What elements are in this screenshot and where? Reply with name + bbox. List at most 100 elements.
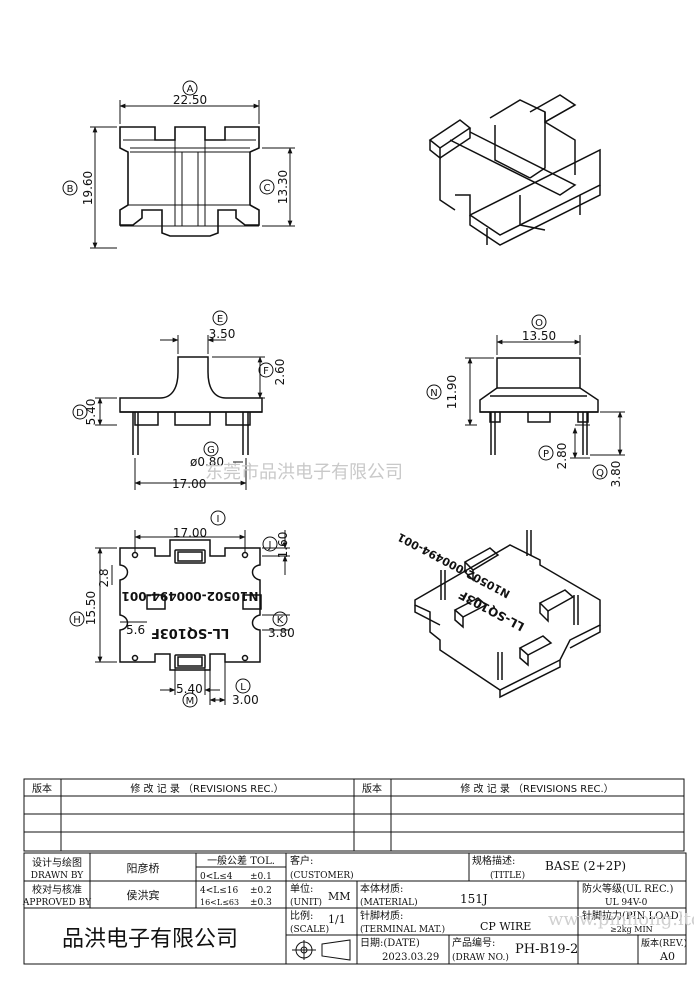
dim-e-label: E	[217, 314, 223, 325]
dim-i-value: 17.00	[173, 526, 207, 540]
bottom-dim-540: 5.40 M	[160, 665, 220, 708]
tol-value-3: ±0.3	[250, 898, 272, 908]
bottom-dim-l: L 3.00	[209, 662, 259, 707]
rev-left-ver-header: 版本	[32, 782, 52, 795]
tol-range-1: 0<L≤4	[200, 872, 233, 882]
dim-56-value: 5.6	[126, 623, 145, 637]
unit-label-cn: 单位:	[290, 882, 313, 895]
rev-right-ver-header: 版本	[362, 782, 382, 795]
front-view: E 3.50 F 2.60 D 5.40 G ø0.80	[72, 310, 287, 491]
dim-k-value: 3.80	[268, 626, 295, 640]
terminal-label-cn: 针脚材质:	[360, 909, 403, 922]
tol-range-3: 16<L≤63	[200, 898, 239, 907]
pin-load-value: ≥2kg MIN	[610, 925, 653, 934]
front-view-outline	[119, 356, 263, 455]
dim-n-value: 11.90	[445, 375, 459, 409]
rev-left-rec-header: 修 改 记 录 （REVISIONS REC.）	[130, 782, 283, 795]
dim-540-value: 5.40	[176, 682, 203, 696]
tol-value-1: ±0.1	[250, 872, 272, 882]
bottom-emboss-model: LL-SQ103F	[151, 625, 229, 640]
top-view-outline	[119, 126, 260, 237]
bottom-view: N10502-000494-001 LL-SQ103F I 17.00 J 1.…	[69, 510, 295, 708]
iso-emboss-model: LL-SQ103F	[456, 587, 526, 633]
front-dim-e: E 3.50	[160, 310, 236, 354]
dim-f-label: F	[263, 366, 269, 377]
dim-d-label: D	[76, 408, 84, 419]
approved-by-label-cn: 校对与核准	[32, 883, 82, 896]
dim-b-label: B	[67, 184, 74, 195]
draw-no-label-cn: 产品编号:	[452, 936, 495, 949]
dim-o-label: O	[535, 318, 543, 329]
dim-j-label: J	[268, 540, 272, 551]
approved-by-label-en: APPROVED BY	[22, 898, 92, 908]
top-dim-a: A 22.50	[119, 80, 260, 124]
website-watermark: www.pinhong.ltd	[548, 909, 694, 930]
tol-range-2: 4<L≤16	[200, 886, 239, 896]
dim-f-value: 2.60	[273, 359, 287, 386]
projection-symbol	[292, 939, 351, 961]
dim-g-label: G	[207, 445, 215, 456]
dim-e-value: 3.50	[209, 327, 236, 341]
drawn-by-label-cn: 设计与绘图	[32, 856, 82, 869]
material-value: 151J	[460, 892, 488, 906]
dim-m-label: M	[186, 696, 195, 707]
dim-q-value: 3.80	[609, 461, 623, 488]
bottom-dim-i: I 17.00	[134, 510, 246, 552]
bottom-dim-28: 2.8	[97, 565, 113, 588]
company-watermark: 东莞市品洪电子有限公司	[205, 462, 403, 483]
scale-label-en: (SCALE)	[290, 924, 329, 935]
dim-pitch-value: 17.00	[172, 477, 206, 491]
date-value: 2023.03.29	[382, 952, 439, 963]
dim-d-value: 5.40	[84, 399, 98, 426]
front-dim-pitch: 17.00	[134, 458, 247, 491]
side-dim-n: N 11.90	[426, 357, 494, 426]
terminal-value: CP WIRE	[480, 920, 531, 933]
title-block: 设计与绘图 DRAWN BY 阳彦桥 校对与核准 APPROVED BY 侯洪宾…	[22, 852, 694, 965]
front-dim-d: D 5.40	[72, 397, 117, 426]
bottom-dim-56: 5.6	[120, 621, 147, 637]
tol-value-2: ±0.2	[250, 886, 272, 896]
top-dim-c: C 13.30	[259, 147, 295, 227]
bottom-dim-j: J 1.60	[262, 530, 290, 575]
dim-n-label: N	[430, 388, 437, 399]
front-dim-f: F 2.60	[212, 356, 287, 399]
rev-value: A0	[659, 950, 675, 963]
front-dim-g: G ø0.80	[190, 441, 243, 469]
dim-b-value: 19.60	[81, 171, 95, 205]
bottom-view-outline	[119, 539, 262, 671]
iso-bottom-view: N10502-000494-001 LL-SQ103F	[395, 530, 601, 699]
bottom-dim-k: K 3.80	[262, 611, 295, 640]
dim-a-label: A	[187, 84, 194, 95]
pin-load-label: 针脚拉力(PIN LOAD)	[582, 909, 683, 922]
rev-label: 版本(REV.)	[641, 937, 687, 949]
material-label-cn: 本体材质:	[360, 882, 403, 895]
terminal-label-en: (TERMINAL MAT.)	[360, 924, 445, 935]
dim-l-value: 3.00	[232, 693, 259, 707]
dim-i-label: I	[217, 514, 220, 525]
dim-28-value: 2.8	[97, 568, 111, 587]
dim-a-value: 22.50	[173, 93, 207, 107]
side-dim-o: O 13.50	[496, 314, 581, 355]
iso-top-view	[428, 94, 601, 246]
company-name: 品洪电子有限公司	[62, 927, 238, 952]
dim-l-label: L	[240, 682, 246, 693]
dim-h-value: 15.50	[84, 591, 98, 625]
dim-g-value: ø0.80	[190, 455, 224, 469]
dim-p-value: 2.80	[555, 443, 569, 470]
draw-no-value: PH-B19-2	[515, 942, 578, 957]
rev-right-rec-header: 修 改 记 录 （REVISIONS REC.）	[460, 782, 613, 795]
drawn-by-label-en: DRAWN BY	[31, 871, 85, 881]
customer-label-cn: 客户:	[290, 854, 313, 867]
revisions-table: 版本 修 改 记 录 （REVISIONS REC.） 版本 修 改 记 录 （…	[23, 778, 685, 852]
dim-p-label: P	[543, 449, 549, 460]
dim-c-label: C	[264, 183, 271, 194]
date-label: 日期:(DATE)	[360, 937, 420, 949]
side-view-outline	[479, 357, 599, 455]
dim-k-label: K	[277, 615, 284, 626]
dim-j-value: 1.60	[276, 532, 290, 559]
customer-label-en: (CUSTOMER)	[290, 870, 354, 881]
drawn-by-value: 阳彦桥	[127, 861, 160, 875]
draw-no-label-en: (DRAW NO.)	[452, 952, 509, 963]
unit-label-en: (UNIT)	[290, 897, 322, 908]
